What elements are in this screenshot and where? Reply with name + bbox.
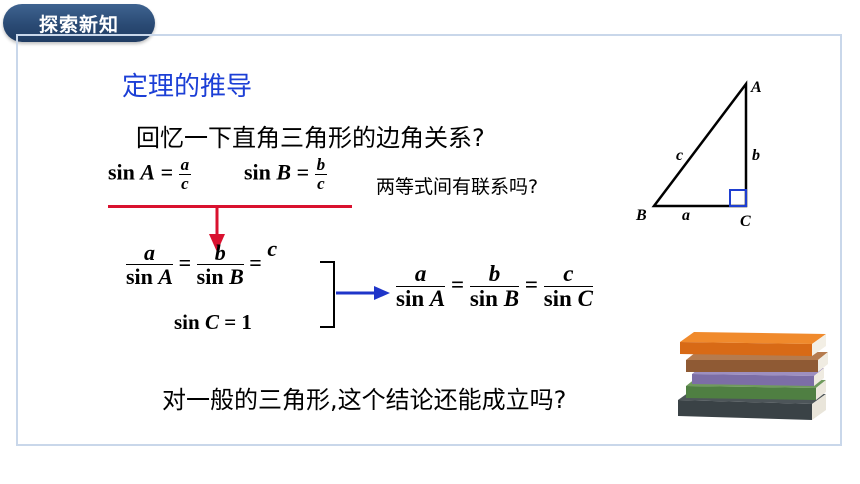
vertex-a-label: A <box>750 79 762 96</box>
derived-eq2: = <box>249 250 262 275</box>
derived-eq1: = <box>178 250 192 275</box>
formula-sin-a-fn: sin <box>108 159 135 185</box>
derived-frac-a-den: sin A <box>126 264 174 290</box>
sin-c-eq: = <box>224 310 237 334</box>
result-frac-a-num: a <box>396 261 446 288</box>
formula-sin-b-fn: sin <box>244 159 271 185</box>
result-eq2: = <box>524 271 538 297</box>
right-angle-mark <box>729 189 747 207</box>
content-frame <box>16 34 842 446</box>
section-tab-label: 探索新知 <box>38 14 119 36</box>
formula-sin-a: sin A = a c <box>108 155 192 193</box>
derived-frac-b: b sin B <box>196 241 244 290</box>
sin-c-fn: sin <box>174 310 200 334</box>
result-frac-b-num: b <box>469 261 520 288</box>
formula-sin-b-eq: = <box>296 159 310 185</box>
derived-frac-a: a sin A <box>126 241 174 290</box>
general-question: 对一般的三角形,这个结论还能成立吗? <box>162 386 567 414</box>
down-arrow-icon <box>209 206 225 252</box>
derived-frac-a-num: a <box>126 241 174 266</box>
law-of-sines: a sin A = b sin B = c sin C <box>396 261 593 312</box>
triangle-shape <box>651 80 748 208</box>
result-frac-a-den: sin A <box>396 286 446 312</box>
formula-sin-b-frac: b c <box>314 155 328 193</box>
derived-frac-b-den: sin B <box>196 264 244 290</box>
side-a-label: a <box>682 207 690 224</box>
formula-sin-a-num: a <box>178 155 192 175</box>
red-divider <box>108 205 352 208</box>
result-frac-c-den: sin C <box>543 286 593 312</box>
formula-sin-a-frac: a c <box>178 155 192 193</box>
side-c-label: c <box>676 147 683 164</box>
sin-c-val: 1 <box>241 310 252 334</box>
sin-c-equation: sin C = 1 <box>174 310 252 335</box>
derived-equation: a sin A = b sin B = c <box>126 236 277 289</box>
result-frac-b: b sin B <box>469 261 520 312</box>
result-frac-c: c sin C <box>543 261 593 312</box>
right-bracket-icon <box>320 261 335 328</box>
section-title: 定理的推导 <box>122 72 253 102</box>
formula-sin-a-var: A <box>140 159 156 185</box>
equal-question: 两等式间有联系吗? <box>376 176 539 198</box>
recall-question: 回忆一下直角三角形的边角关系? <box>136 124 485 152</box>
sin-c-var: C <box>204 310 219 334</box>
formula-sin-b-num: b <box>314 155 328 175</box>
result-frac-c-num: c <box>543 261 593 288</box>
formula-sin-b: sin B = b c <box>244 155 328 193</box>
formula-sin-b-var: B <box>276 159 292 185</box>
result-eq1: = <box>450 271 465 297</box>
right-triangle-diagram: A B C a b c <box>635 79 762 230</box>
formula-sin-a-den: c <box>181 173 189 193</box>
formula-sin-b-den: c <box>317 173 325 193</box>
vertex-c-label: C <box>740 213 751 230</box>
vertex-b-label: B <box>635 207 647 224</box>
side-b-label: b <box>752 147 760 164</box>
result-frac-a: a sin A <box>396 261 446 312</box>
right-arrow-icon <box>336 286 390 300</box>
derived-frac-b-num: b <box>196 241 244 266</box>
derived-rhs: c <box>267 236 278 261</box>
books-stack-icon <box>678 332 828 420</box>
formula-sin-a-eq: = <box>160 159 174 185</box>
result-frac-b-den: sin B <box>469 286 520 312</box>
